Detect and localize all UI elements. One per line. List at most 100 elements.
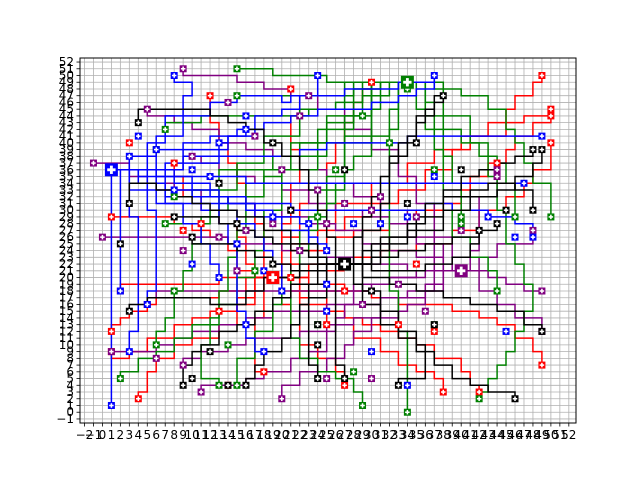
y-tick-label: 0 bbox=[66, 405, 74, 419]
x-tick-label: 41 bbox=[463, 428, 478, 442]
leaf-marker bbox=[143, 300, 151, 308]
leaf-marker bbox=[233, 381, 241, 389]
leaf-marker bbox=[430, 173, 438, 181]
leaf-marker bbox=[475, 226, 483, 234]
leaf-marker bbox=[134, 119, 142, 127]
x-tick-label: 40 bbox=[454, 428, 469, 442]
series-branch-line bbox=[137, 108, 345, 265]
y-tick-label: 19 bbox=[59, 277, 74, 291]
leaf-marker bbox=[269, 139, 277, 147]
leaf-marker bbox=[350, 368, 358, 376]
leaf-marker bbox=[260, 267, 268, 275]
leaf-marker bbox=[224, 381, 232, 389]
leaf-marker bbox=[215, 139, 223, 147]
y-tick-label: 52 bbox=[59, 55, 74, 69]
leaf-marker bbox=[457, 226, 465, 234]
y-tick-label: 50 bbox=[59, 69, 74, 83]
leaf-marker bbox=[125, 307, 133, 315]
leaf-marker bbox=[242, 226, 250, 234]
leaf-marker bbox=[269, 213, 277, 221]
leaf-marker bbox=[107, 327, 115, 335]
leaf-marker bbox=[224, 98, 232, 106]
leaf-marker bbox=[170, 72, 178, 80]
leaf-marker bbox=[296, 247, 304, 255]
y-tick-label: 28 bbox=[59, 217, 74, 231]
leaf-marker bbox=[170, 193, 178, 201]
series-branch-line bbox=[111, 135, 542, 171]
leaf-marker bbox=[376, 220, 384, 228]
x-tick-label: 22 bbox=[292, 428, 307, 442]
y-tick-label: 48 bbox=[59, 82, 74, 96]
series-branch-line bbox=[407, 81, 552, 217]
leaf-marker bbox=[394, 321, 402, 329]
leaf-marker bbox=[484, 213, 492, 221]
series-branch-line bbox=[164, 81, 408, 130]
x-tick-label: 17 bbox=[247, 428, 262, 442]
leaf-marker bbox=[403, 408, 411, 416]
leaf-marker bbox=[394, 381, 402, 389]
y-tick-label: 15 bbox=[59, 304, 74, 318]
leaf-marker bbox=[538, 72, 546, 80]
leaf-marker bbox=[341, 199, 349, 207]
leaf-marker bbox=[125, 199, 133, 207]
x-tick-label: 21 bbox=[283, 428, 298, 442]
leaf-marker bbox=[421, 307, 429, 315]
leaf-marker bbox=[206, 92, 214, 100]
y-tick-label: 25 bbox=[59, 237, 74, 251]
leaf-marker bbox=[314, 213, 322, 221]
leaf-marker bbox=[368, 375, 376, 383]
hub-marker bbox=[104, 163, 118, 177]
leaf-marker bbox=[251, 267, 259, 275]
leaf-marker bbox=[412, 260, 420, 268]
leaf-marker bbox=[439, 92, 447, 100]
leaf-marker bbox=[107, 348, 115, 356]
leaf-marker bbox=[430, 327, 438, 335]
leaf-marker bbox=[179, 381, 187, 389]
x-tick-label: 12 bbox=[202, 428, 217, 442]
leaf-marker bbox=[287, 206, 295, 214]
leaf-marker bbox=[233, 267, 241, 275]
leaf-marker bbox=[233, 240, 241, 248]
leaf-marker bbox=[403, 213, 411, 221]
y-tick-label: 17 bbox=[59, 291, 74, 305]
leaf-marker bbox=[170, 159, 178, 167]
series-branch-line bbox=[334, 263, 346, 379]
y-tick-label: 40 bbox=[59, 136, 74, 150]
leaf-marker bbox=[161, 220, 169, 228]
leaf-marker bbox=[341, 375, 349, 383]
leaf-marker bbox=[116, 240, 124, 248]
x-tick-label: 38 bbox=[436, 428, 451, 442]
leaf-marker bbox=[278, 166, 286, 174]
leaf-marker bbox=[89, 159, 97, 167]
series-branch-line bbox=[272, 276, 445, 392]
leaf-marker bbox=[529, 146, 537, 154]
y-tick-label: 6 bbox=[66, 365, 74, 379]
leaf-marker bbox=[502, 327, 510, 335]
y-tick-label: 10 bbox=[59, 338, 74, 352]
leaf-marker bbox=[368, 287, 376, 295]
leaf-marker bbox=[215, 233, 223, 241]
leaf-marker bbox=[188, 375, 196, 383]
series-branch-line bbox=[407, 81, 534, 399]
x-tick-label: 34 bbox=[400, 428, 415, 442]
leaf-marker bbox=[269, 260, 277, 268]
leaf-marker bbox=[206, 348, 214, 356]
leaf-marker bbox=[233, 65, 241, 73]
leaf-marker bbox=[296, 112, 304, 120]
y-tick-label: 26 bbox=[59, 230, 74, 244]
leaf-marker bbox=[475, 388, 483, 396]
x-tick-label: 25 bbox=[319, 428, 334, 442]
leaf-marker bbox=[170, 186, 178, 194]
leaf-marker bbox=[287, 274, 295, 282]
x-tick-label: 19 bbox=[265, 428, 280, 442]
leaf-marker bbox=[368, 348, 376, 356]
y-tick-label: 49 bbox=[59, 75, 74, 89]
leaf-marker bbox=[260, 368, 268, 376]
leaf-marker bbox=[394, 280, 402, 288]
x-tick-label: 9 bbox=[179, 428, 187, 442]
leaf-marker bbox=[215, 274, 223, 282]
x-tick-label: 8 bbox=[170, 428, 178, 442]
x-tick-label: 15 bbox=[229, 428, 244, 442]
x-tick-label: 28 bbox=[346, 428, 361, 442]
leaf-marker bbox=[197, 388, 205, 396]
